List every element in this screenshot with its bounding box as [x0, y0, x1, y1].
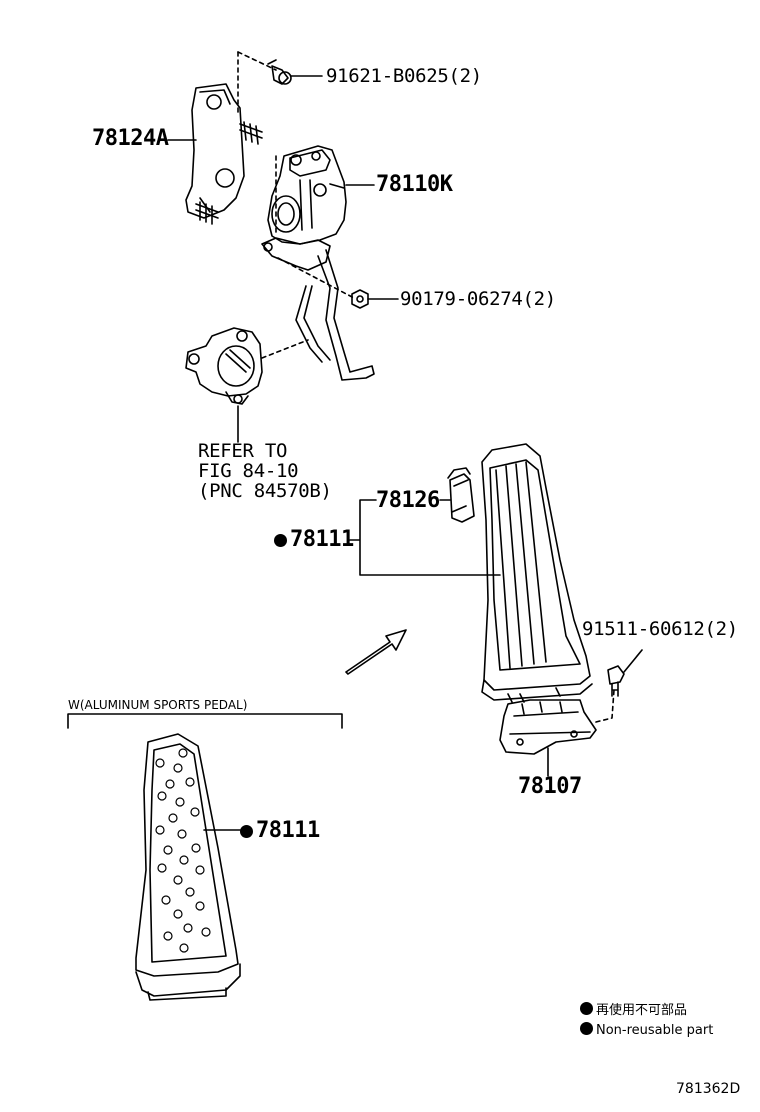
pedal-bracket-drawing — [499, 699, 597, 755]
legend-japanese-text: 再使用不可部品 — [596, 1003, 688, 1018]
pedal-pad-leader — [349, 499, 501, 576]
part-label-pedal-pad: 78111 — [274, 527, 354, 553]
position-sensor-drawing — [185, 327, 263, 405]
part-label-pedal-sensor: 78110K — [376, 172, 453, 197]
part-label-sports-pedal-pad: 78111 — [240, 818, 320, 844]
bracket-78124a-drawing — [185, 83, 263, 225]
part-label-bracket: 78124A — [92, 126, 169, 151]
refer-line-2: FIG 84-10 — [198, 460, 299, 482]
main-pedal-drawing — [481, 443, 593, 703]
nut-drawing — [351, 289, 369, 309]
part-label-pad-clip: 78126 — [376, 488, 440, 513]
refer-line-1: REFER TO — [198, 440, 288, 462]
legend-english: Non-reusable part — [580, 1022, 713, 1039]
variant-bracket-line — [67, 713, 343, 729]
non-reusable-marker — [274, 534, 287, 547]
part-label-bolt-top: 91621-B0625(2) — [326, 65, 482, 87]
part-label-pedal-bracket: 78107 — [518, 774, 582, 799]
part-label-bolt-bottom: 91511-60612(2) — [582, 618, 738, 640]
sports-pedal-holes — [155, 748, 211, 953]
legend-dot-icon — [580, 1002, 593, 1015]
legend-dot-icon — [580, 1022, 593, 1035]
legend-english-text: Non-reusable part — [596, 1023, 714, 1038]
sports-pedal-drawing — [135, 733, 241, 1001]
pedal-sensor-drawing — [261, 145, 347, 271]
sports-pedal-pad-number: 78111 — [256, 818, 320, 843]
legend-japanese: 再使用不可部品 — [580, 1002, 687, 1019]
pedal-arm-drawing — [295, 249, 375, 381]
part-label-nut: 90179-06274(2) — [400, 288, 556, 310]
bolt-bottom-drawing — [607, 665, 625, 697]
non-reusable-marker — [240, 825, 253, 838]
pedal-pad-number: 78111 — [290, 527, 354, 552]
direction-arrow — [345, 629, 407, 675]
refer-line-3: (PNC 84570B) — [198, 480, 332, 502]
pad-clip-drawing — [447, 467, 475, 523]
bolt-top-drawing — [267, 59, 292, 85]
variant-heading: W(ALUMINUM SPORTS PEDAL) — [68, 698, 248, 712]
diagram-id: 781362D — [676, 1081, 741, 1097]
